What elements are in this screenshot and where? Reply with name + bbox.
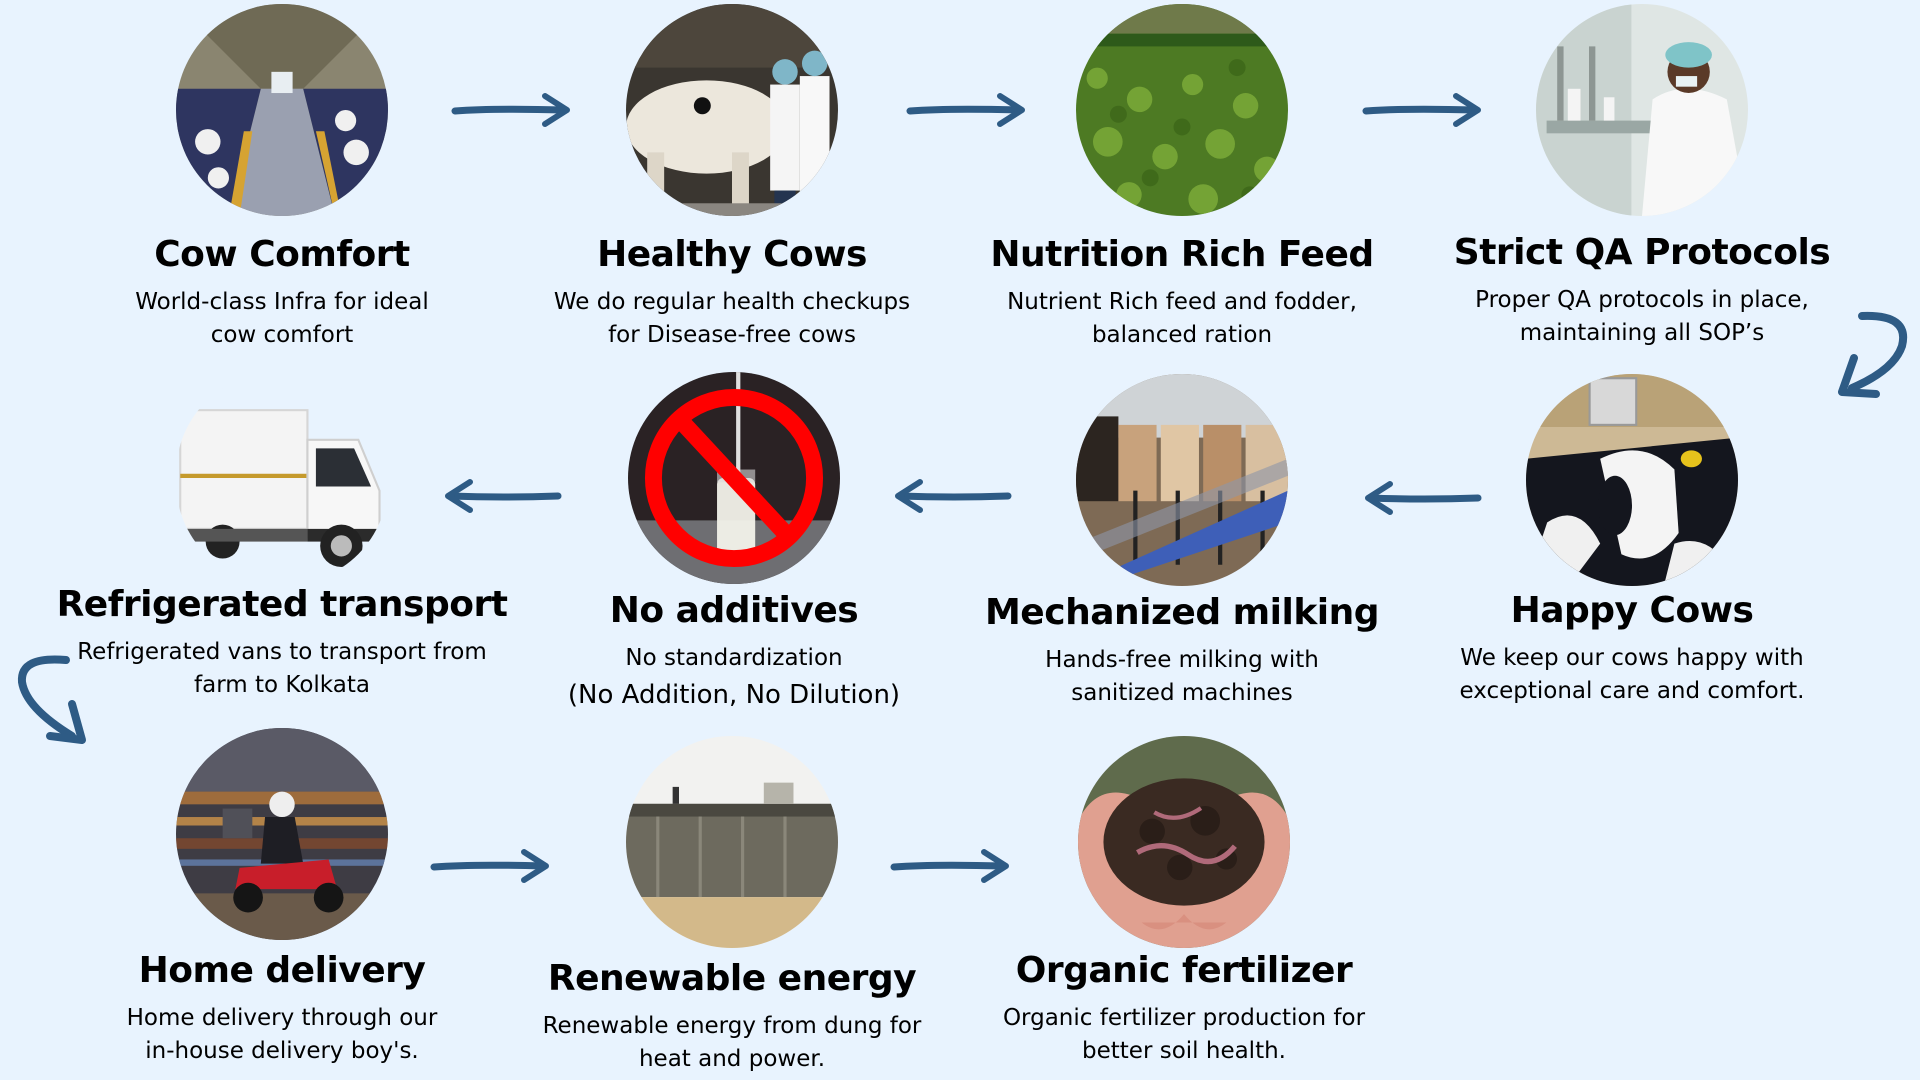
step-title: Nutrition Rich Feed (990, 234, 1374, 275)
step-title: Happy Cows (1510, 590, 1754, 631)
refrigerated-van-photo (176, 372, 388, 584)
step-title: Strict QA Protocols (1453, 232, 1831, 273)
arrow-right-icon (1362, 92, 1482, 128)
cow-barn-photo (176, 4, 388, 216)
step-title: Healthy Cows (597, 234, 867, 275)
step-description: Refrigerated vans to transport from farm… (77, 639, 487, 698)
step-title: Home delivery (138, 950, 426, 991)
step-description: Home delivery through our in-house deliv… (126, 1005, 438, 1064)
arrow-right-icon (430, 848, 550, 884)
step-description: We do regular health checkups for Diseas… (553, 289, 911, 348)
step-description: We keep our cows happy with exceptional … (1459, 645, 1805, 704)
holstein-cows-photo (1526, 374, 1738, 586)
step-title: Cow Comfort (154, 234, 410, 275)
milking-parlor-photo (1076, 374, 1288, 586)
step-title: Refrigerated transport (56, 584, 508, 625)
curved-arrow-down-left-icon (1830, 308, 1914, 400)
step-title: No additives (609, 590, 859, 631)
step-title: Renewable energy (547, 958, 917, 999)
step-description: Nutrient Rich feed and fodder, balanced … (1007, 289, 1357, 348)
scooter-delivery-photo (176, 728, 388, 940)
biogas-plant-photo (626, 736, 838, 948)
green-fodder-field-photo (1076, 4, 1288, 216)
step-description: World-class Infra for ideal cow comfort (135, 289, 429, 348)
step-description: No standardization (No Addition, No Dilu… (567, 645, 901, 710)
step-description: Hands-free milking with sanitized machin… (1045, 647, 1319, 706)
vermicompost-hands-photo (1078, 736, 1290, 948)
arrow-left-icon (894, 478, 1012, 514)
arrow-left-icon (444, 478, 562, 514)
step-description: Organic fertilizer production for better… (1002, 1005, 1366, 1064)
lab-technician-photo (1536, 4, 1748, 216)
arrow-left-icon (1364, 480, 1482, 516)
curved-arrow-down-right-icon (10, 652, 90, 744)
step-title: Organic fertilizer (1015, 950, 1353, 991)
arrow-right-icon (906, 92, 1026, 128)
step-title: Mechanized milking (984, 592, 1380, 633)
arrow-right-icon (890, 848, 1010, 884)
step-description: Renewable energy from dung for heat and … (542, 1013, 922, 1072)
arrow-right-icon (451, 92, 571, 128)
step-description: Proper QA protocols in place, maintainin… (1475, 287, 1809, 346)
milk-glass-prohibited-photo (628, 372, 840, 584)
vet-checkup-photo (626, 4, 838, 216)
